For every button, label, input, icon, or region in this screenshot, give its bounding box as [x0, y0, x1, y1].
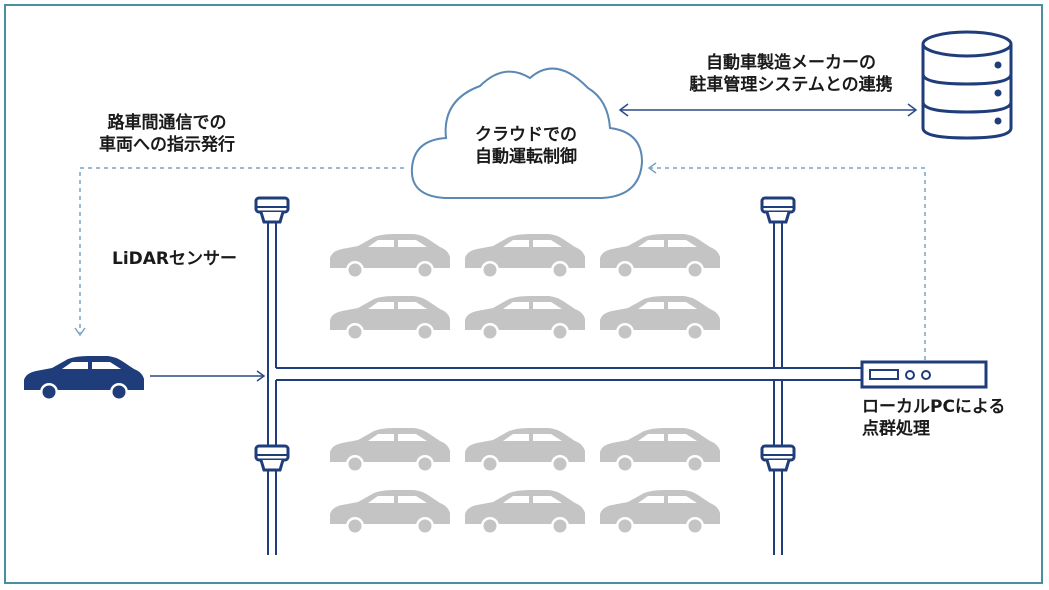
- parked-car-icon: [330, 296, 450, 341]
- parked-car-icon: [330, 490, 450, 535]
- lidar-sensor-icon: [254, 444, 290, 472]
- v2x-label-line1: 路車間通信での: [107, 113, 227, 133]
- cloud-label-line2: 自動運転制御: [475, 147, 577, 167]
- parked-car-icon: [330, 234, 450, 279]
- car-icon: [24, 356, 144, 401]
- lidar-label: LiDARセンサー: [112, 249, 238, 269]
- parked-car-icon: [465, 234, 585, 279]
- parked-car-icon: [465, 428, 585, 473]
- parked-car-icon: [600, 428, 720, 473]
- oem-label: 自動車製造メーカーの 駐車管理システムとの連携: [666, 52, 916, 96]
- parked-car-icon: [330, 428, 450, 473]
- vehicle-entry-arrow: [150, 370, 266, 382]
- server-icon: [860, 360, 988, 389]
- cloud-label-line1: クラウドでの: [475, 125, 577, 145]
- parked-car-icon: [600, 296, 720, 341]
- pc-label-line2: 点群処理: [862, 419, 930, 439]
- pc-label: ローカルPCによる 点群処理: [862, 396, 1005, 440]
- cloud-icon: [410, 67, 644, 199]
- lidar-sensor-icon: [760, 444, 796, 472]
- v2x-label-line2: 車両への指示発行: [99, 135, 235, 155]
- cloud-label: クラウドでの 自動運転制御: [446, 124, 606, 168]
- lidar-poles: [267, 220, 783, 555]
- lidar-sensor-icon: [760, 196, 796, 224]
- pc-label-line1: ローカルPCによる: [862, 397, 1006, 417]
- diagram-frame: [4, 4, 1043, 584]
- cloud-oem-arrow: [618, 103, 918, 117]
- pc-cloud-dashed-path: [650, 167, 926, 360]
- database-icon: [921, 30, 1013, 140]
- lidar-sensor-icon: [254, 196, 290, 224]
- oem-label-line1: 自動車製造メーカーの: [706, 53, 876, 73]
- v2x-arrow-head: [74, 327, 86, 337]
- v2x-dashed-path: [79, 167, 404, 333]
- pc-cloud-arrow-head: [647, 162, 657, 174]
- parked-car-icon: [600, 234, 720, 279]
- parked-car-icon: [465, 490, 585, 535]
- v2x-label: 路車間通信での 車両への指示発行: [72, 112, 262, 156]
- parked-car-icon: [465, 296, 585, 341]
- parked-car-icon: [600, 490, 720, 535]
- oem-label-line2: 駐車管理システムとの連携: [689, 75, 893, 95]
